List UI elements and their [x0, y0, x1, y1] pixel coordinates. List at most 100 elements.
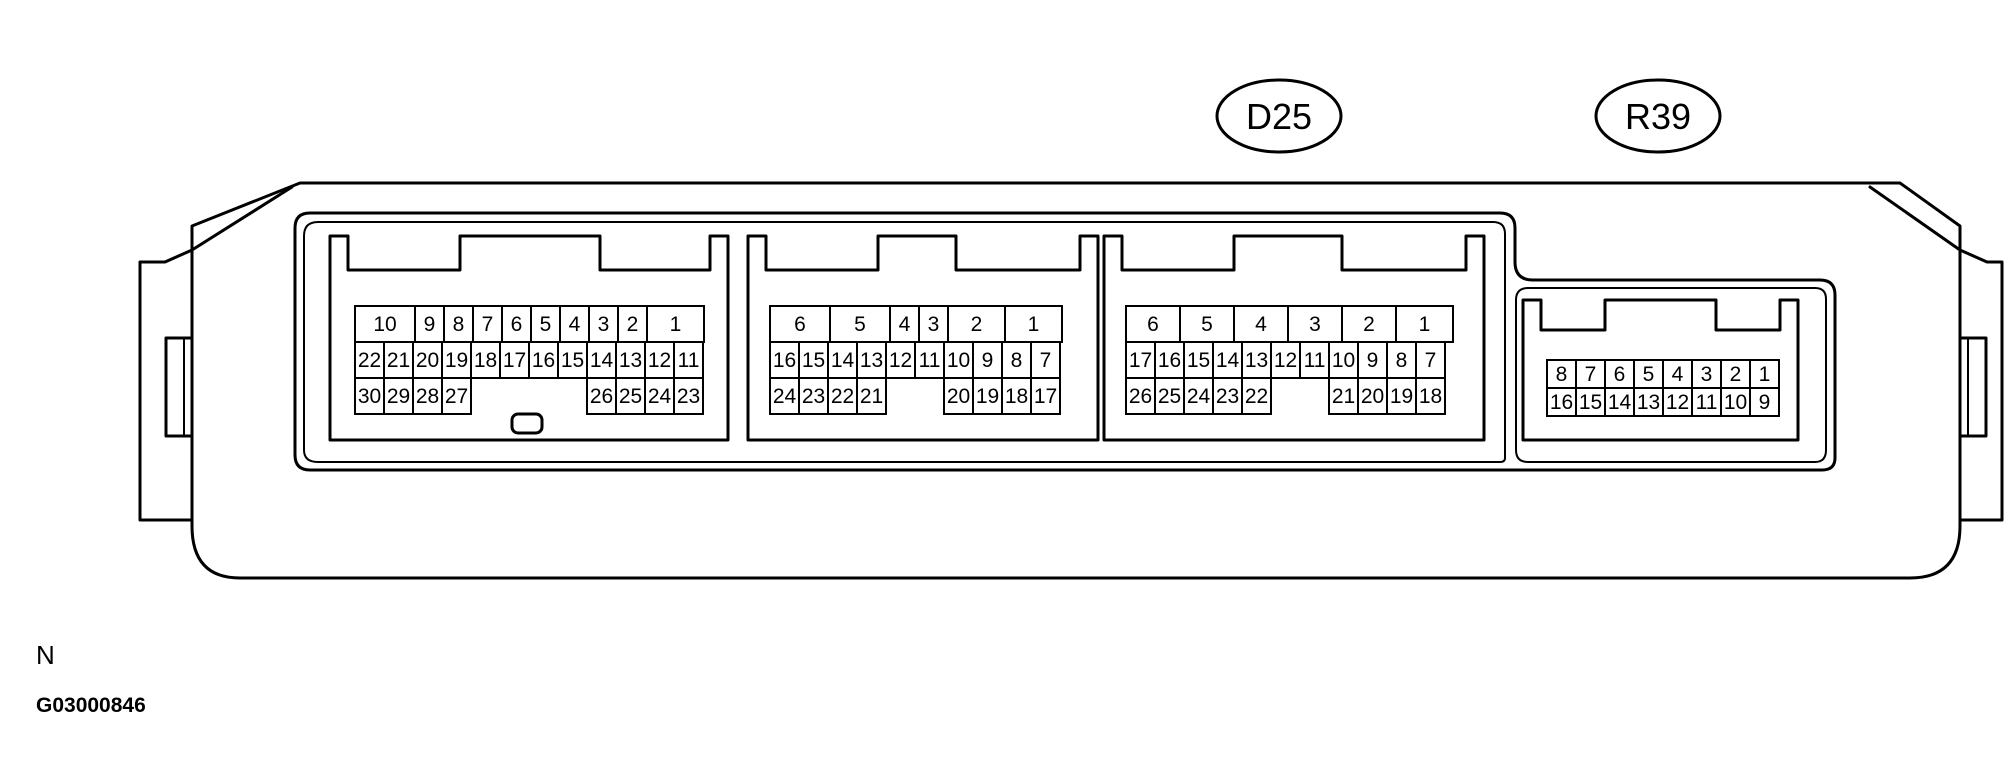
pin-number: 14 — [1608, 391, 1632, 414]
pin-cell — [769, 305, 831, 343]
pin-cell — [615, 341, 646, 379]
connector-r39 — [1521, 298, 1800, 442]
pin-number: 7 — [1040, 349, 1052, 372]
pin-number: 6 — [1147, 313, 1159, 336]
pin-cell — [1241, 341, 1272, 379]
pin-number: 3 — [1309, 313, 1321, 336]
sheet-letter: N — [36, 640, 55, 670]
pin-number: 24 — [648, 385, 672, 408]
pin-number: 6 — [511, 313, 523, 336]
pin-number: 10 — [373, 313, 396, 336]
connector-b-shell — [746, 234, 1100, 442]
pin-cell — [1386, 377, 1417, 415]
pin-cell — [354, 377, 385, 415]
pin-number: 14 — [590, 349, 614, 372]
ecu-housing — [138, 181, 2004, 580]
pin-number: 22 — [831, 385, 854, 408]
pin-number: 22 — [358, 349, 381, 372]
pin-cell — [1720, 387, 1751, 417]
pin-cell — [443, 305, 474, 343]
pin-number: 30 — [358, 385, 381, 408]
connector-a-shell — [328, 234, 730, 442]
pin-number: 16 — [1158, 349, 1181, 372]
pin-number: 3 — [928, 313, 940, 336]
connector-r39-shell — [1521, 298, 1800, 442]
pin-cell — [1633, 387, 1664, 417]
pin-cell — [1299, 341, 1330, 379]
pin-number: 1 — [670, 313, 682, 336]
figure-code: G03000846 — [36, 694, 146, 717]
pin-cell — [1125, 305, 1181, 343]
pin-number: 10 — [1724, 391, 1747, 414]
pin-cell — [673, 341, 704, 379]
housing-outline — [190, 181, 1962, 580]
pin-cell — [412, 341, 443, 379]
pin-cell — [646, 305, 705, 343]
pin-cell — [1183, 377, 1214, 415]
pin-number: 26 — [590, 385, 613, 408]
pin-cell — [943, 377, 974, 415]
label-r39: R39 — [1594, 78, 1722, 154]
pin-number: 27 — [445, 385, 468, 408]
pin-cell — [798, 377, 829, 415]
pin-number: 1 — [1028, 313, 1040, 336]
pin-number: 9 — [1367, 349, 1379, 372]
pin-cell — [499, 341, 530, 379]
pin-number: 8 — [453, 313, 465, 336]
pin-number: 7 — [1585, 363, 1597, 386]
label-d25: D25 — [1215, 78, 1343, 154]
pin-number: 18 — [1005, 385, 1028, 408]
pin-number: 2 — [1730, 363, 1742, 386]
pin-number: 12 — [648, 349, 671, 372]
pin-number: 17 — [1129, 349, 1152, 372]
pin-number: 9 — [1759, 391, 1771, 414]
pin-number: 24 — [773, 385, 797, 408]
pin-number: 1 — [1759, 363, 1771, 386]
pin-number: 7 — [482, 313, 494, 336]
pin-cell — [829, 305, 891, 343]
pin-cell — [673, 377, 704, 415]
pin-number: 23 — [1216, 385, 1239, 408]
connector-d25-b — [746, 234, 1100, 442]
pin-cell — [1233, 305, 1289, 343]
pin-number: 11 — [919, 349, 941, 372]
recess-inner — [303, 221, 1506, 463]
pin-cell — [586, 377, 617, 415]
pin-number: 5 — [854, 313, 866, 336]
pin-number: 8 — [1011, 349, 1023, 372]
pin-number: 19 — [976, 385, 999, 408]
pin-number: 12 — [1666, 391, 1689, 414]
pin-cell — [914, 341, 945, 379]
pin-number: 22 — [1245, 385, 1268, 408]
label-r39-text: R39 — [1625, 96, 1691, 137]
pin-number: 14 — [831, 349, 855, 372]
pin-cell — [1125, 341, 1156, 379]
pin-cell — [1395, 305, 1454, 343]
pin-number: 10 — [1332, 349, 1355, 372]
pin-number: 18 — [474, 349, 497, 372]
pin-number: 9 — [982, 349, 994, 372]
pin-number: 8 — [1556, 363, 1568, 386]
label-r39-ellipse — [1594, 78, 1722, 154]
pin-cell — [1179, 305, 1235, 343]
pin-number: 21 — [860, 385, 883, 408]
pin-number: 20 — [947, 385, 970, 408]
pin-number: 23 — [802, 385, 825, 408]
pin-number: 18 — [1419, 385, 1442, 408]
pin-number: 20 — [416, 349, 439, 372]
label-d25-text: D25 — [1246, 96, 1312, 137]
left-mount-slot — [164, 336, 194, 438]
connector-d25-a — [328, 234, 730, 442]
connector-c-shell — [1102, 234, 1486, 442]
pin-number: 5 — [1643, 363, 1655, 386]
pin-number: 6 — [1614, 363, 1626, 386]
recess-inner-r39 — [1515, 287, 1827, 463]
pin-number: 26 — [1129, 385, 1152, 408]
pin-number: 6 — [794, 313, 806, 336]
pin-number: 16 — [1550, 391, 1573, 414]
pin-cell — [1030, 341, 1061, 379]
pin-number: 5 — [1201, 313, 1213, 336]
pin-cell — [972, 377, 1003, 415]
